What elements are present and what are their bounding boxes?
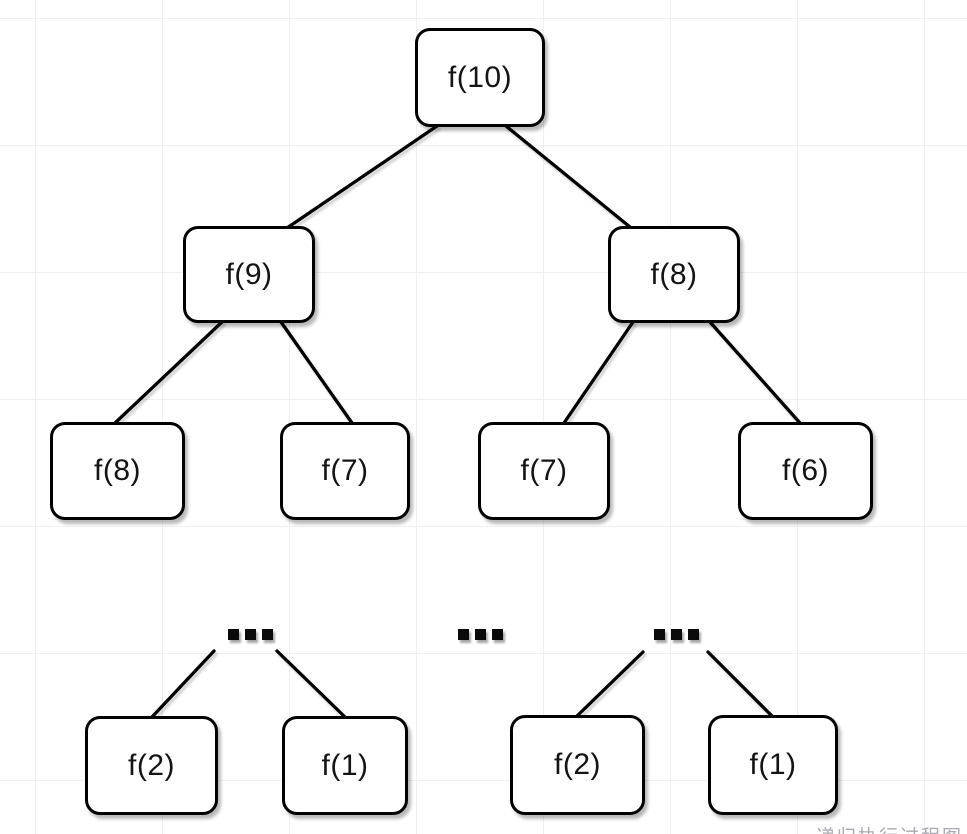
tree-node-f2_1: f(2): [85, 716, 218, 815]
tree-edge-ellipsis-3-f1_2: [706, 650, 775, 719]
tree-node-f8_2: f(8): [50, 422, 185, 520]
ellipsis-dot: [492, 629, 503, 640]
tree-node-f1_1: f(1): [282, 716, 408, 815]
tree-edge-f10-f8: [504, 124, 632, 229]
ellipsis-dot: [654, 629, 665, 640]
tree-edge-f10-f9: [285, 124, 439, 230]
ellipsis-1: [228, 629, 273, 640]
tree-node-f2_2: f(2): [510, 715, 645, 815]
ellipsis-dot: [458, 629, 469, 640]
tree-edge-f9-f7_1: [279, 320, 354, 425]
ellipsis-dot: [228, 629, 239, 640]
tree-edge-ellipsis-3-f2_2: [575, 650, 645, 718]
tree-node-f7_1: f(7): [280, 422, 410, 520]
tree-edge-f8-f7_2: [562, 320, 635, 425]
watermark-text: 递归执行过程图: [816, 822, 963, 834]
tree-node-f6: f(6): [738, 422, 873, 520]
tree-edge-f8-f6: [708, 320, 802, 425]
ellipsis-3: [654, 629, 699, 640]
tree-node-f1_2: f(1): [708, 715, 838, 815]
tree-node-f8: f(8): [608, 226, 740, 323]
ellipsis-dot: [245, 629, 256, 640]
tree-node-f9: f(9): [183, 226, 315, 323]
tree-edge-f9-f8_2: [113, 320, 224, 425]
ellipsis-dot: [688, 629, 699, 640]
ellipsis-dot: [671, 629, 682, 640]
tree-edge-ellipsis-1-f2_1: [150, 649, 216, 719]
tree-node-f7_2: f(7): [478, 422, 610, 520]
ellipsis-dot: [262, 629, 273, 640]
ellipsis-2: [458, 629, 503, 640]
tree-node-f10: f(10): [415, 28, 545, 127]
tree-edge-ellipsis-1-f1_1: [275, 649, 347, 719]
ellipsis-dot: [475, 629, 486, 640]
